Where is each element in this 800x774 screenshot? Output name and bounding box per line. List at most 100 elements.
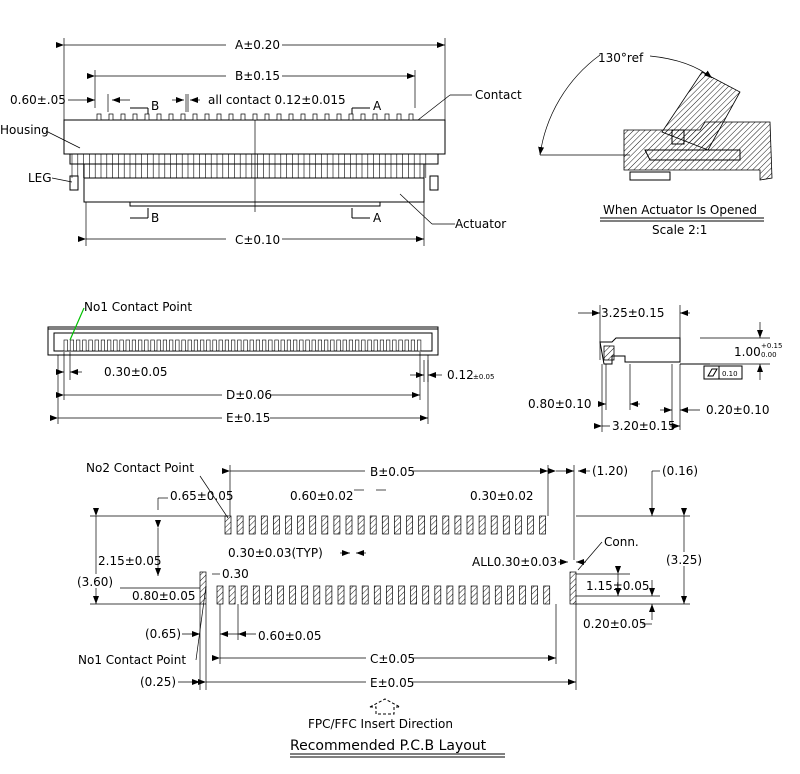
pcb-title: Recommended P.C.B Layout <box>290 738 487 754</box>
pad-bottom <box>519 585 526 605</box>
front-contact <box>193 339 198 352</box>
contact-pin-top <box>180 113 186 121</box>
front-contact <box>293 339 298 352</box>
side-left: 0.80±0.10 <box>528 397 592 411</box>
front-contact <box>76 339 81 352</box>
insert-direction-icon <box>369 698 401 715</box>
front-contact <box>144 339 149 352</box>
front-contact <box>150 339 155 352</box>
dim-e-label: E±0.15 <box>226 411 270 425</box>
contact-pin-top <box>336 113 342 121</box>
front-contact <box>107 339 112 352</box>
front-contact <box>100 339 105 352</box>
front-contact <box>410 339 416 352</box>
side-height: 1.00 <box>734 345 761 359</box>
thick-tol-label: ±0.05 <box>473 373 494 381</box>
dim-b-label: B±0.15 <box>235 69 280 83</box>
pad-bottom <box>349 585 357 605</box>
front-contact <box>125 339 130 352</box>
front-contact <box>162 339 167 352</box>
pad-top <box>309 515 317 535</box>
front-contact <box>404 339 409 352</box>
front-contact <box>69 339 74 352</box>
front-contact <box>348 339 354 352</box>
front-contact <box>274 339 279 352</box>
front-contact <box>156 339 161 352</box>
pad-top <box>285 515 292 535</box>
leg-label: LEG <box>28 171 52 185</box>
contact-pin-top <box>372 113 378 121</box>
pcb-d030typ: 0.30±0.03(TYP) <box>228 546 323 560</box>
contact-pin-top <box>264 113 270 121</box>
front-contact <box>367 339 372 352</box>
contact-pin-top <box>108 113 114 121</box>
contact-pin-top <box>312 113 318 121</box>
pad-top <box>515 515 522 535</box>
front-contact <box>119 339 124 352</box>
front-contact <box>361 339 366 352</box>
contact-pin-top <box>144 113 150 121</box>
top-view: A±0.20 B±0.15 0.60±.05 B all contact 0.1… <box>0 37 522 247</box>
section-b-top: B <box>151 99 159 113</box>
front-contact <box>206 339 211 352</box>
front-contact <box>286 339 292 352</box>
side-bottom: 3.20±0.15 <box>612 419 676 433</box>
pcb-d060a: 0.60±0.02 <box>290 489 354 503</box>
pad-top <box>273 515 280 535</box>
pad-top <box>454 515 462 535</box>
pad-bottom <box>543 585 551 605</box>
pcb-d030: 0.30 <box>222 567 249 581</box>
front-contact <box>417 339 422 352</box>
pad-bottom <box>446 585 454 605</box>
contact-pin-top <box>396 113 402 121</box>
angle-label: 130°ref <box>598 51 644 65</box>
no1-leader <box>69 307 85 341</box>
contact-pin-top <box>204 113 210 121</box>
pcb-d360: (3.60) <box>77 575 113 589</box>
pad-top <box>321 515 329 535</box>
front-view: No1 Contact Point 0.30±0.05 D±0.06 E±0.1… <box>47 300 494 425</box>
side-flat-label: 0.10 <box>722 370 738 378</box>
front-contact <box>212 339 217 352</box>
pad-bottom <box>434 585 442 605</box>
pcb-all030: ALL0.30±0.03 <box>472 555 557 569</box>
all-contact-label: all contact 0.12±0.015 <box>208 93 346 107</box>
pad-bottom <box>458 585 466 605</box>
front-contact <box>243 339 248 352</box>
front-contact <box>336 339 341 352</box>
pad-bottom <box>240 585 248 605</box>
contact-pin-top <box>360 113 366 121</box>
pitch-label: 0.60±.05 <box>10 93 66 107</box>
side-view: 3.25±0.15 1.00 +0.15 0.00 0.10 0.80±0.10… <box>528 305 782 433</box>
pcb-d065: (0.65) <box>145 627 181 641</box>
dim-a-label: A±0.20 <box>235 38 280 52</box>
pad-bottom <box>386 585 393 605</box>
pcb-d025: (0.25) <box>140 675 176 689</box>
front-contact <box>113 339 118 352</box>
front-contact <box>237 339 242 352</box>
pad-leg-left <box>199 571 207 605</box>
pad-bottom <box>313 585 321 605</box>
pcb-dim-e: E±0.05 <box>370 676 414 690</box>
pcb-d325: (3.25) <box>666 553 702 567</box>
front-contact <box>82 339 87 352</box>
front-contact <box>379 339 385 352</box>
front-contact <box>231 339 236 352</box>
front-contact <box>175 339 180 352</box>
pad-bottom <box>398 585 405 605</box>
contact-label: Contact <box>475 88 522 102</box>
pad-top <box>224 515 232 535</box>
front-contact <box>299 339 304 352</box>
actuator-label: Actuator <box>455 217 506 231</box>
contact-pin-top <box>228 113 234 121</box>
pad-top <box>394 515 401 535</box>
pcb-conn: Conn. <box>604 535 639 549</box>
pad-bottom <box>422 585 430 605</box>
side-right: 0.20±0.10 <box>706 403 770 417</box>
pcb-d080: 0.80±0.05 <box>132 589 196 603</box>
contact-pin-top <box>288 113 294 121</box>
front-contact <box>218 339 223 352</box>
pad-bottom <box>301 585 309 605</box>
